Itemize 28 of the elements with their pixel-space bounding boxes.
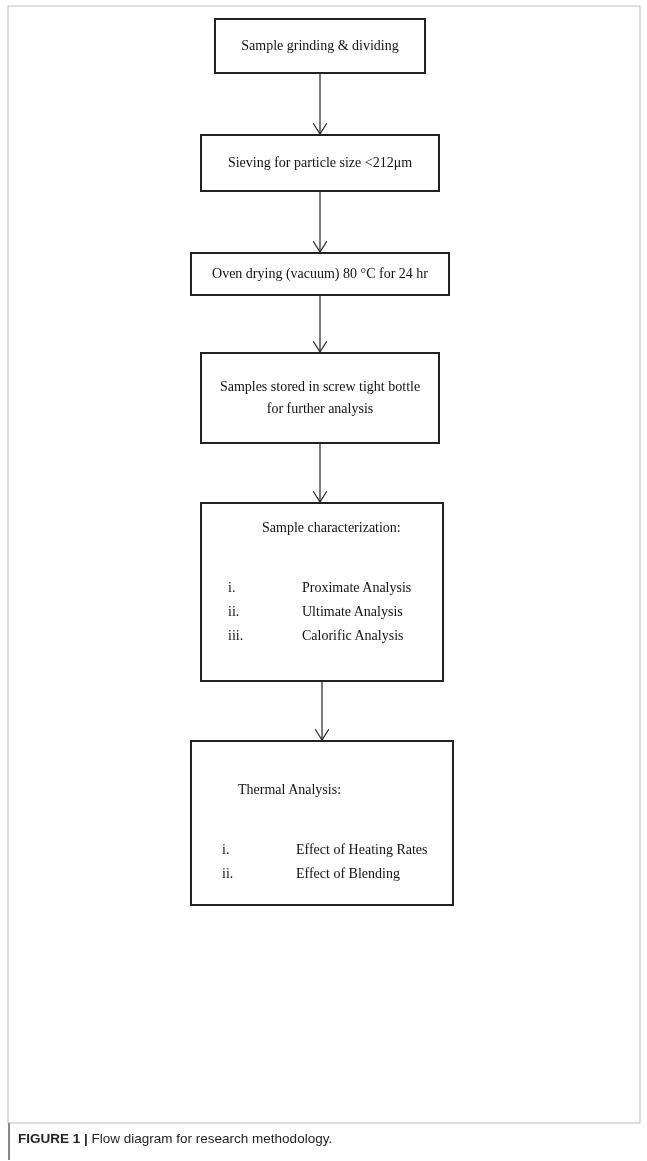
list-numeral: ii. (222, 866, 234, 882)
list-numeral: i. (222, 842, 230, 858)
process-box (200, 134, 440, 192)
arrow (312, 443, 328, 503)
step-text: Sieving for particle size <212μm (227, 154, 413, 173)
process-box (200, 352, 440, 444)
step-text: Sample grinding & dividing (241, 37, 399, 56)
list-item: Effect of Blending (296, 866, 400, 882)
box-heading: Thermal Analysis: (238, 782, 342, 798)
arrow (314, 681, 330, 741)
process-box (190, 252, 450, 296)
arrow (312, 295, 328, 353)
list-numeral: i. (228, 580, 236, 596)
list-numeral: ii. (228, 604, 240, 620)
arrow (312, 191, 328, 253)
step-text: Samples stored in screw tight bottle for further analysis (218, 378, 422, 418)
list-item: Proximate Analysis (302, 580, 412, 596)
figure-caption: FIGURE 1 | Flow diagram for research methodology. (18, 1131, 333, 1146)
process-box (214, 18, 426, 74)
list-item: Calorific Analysis (302, 628, 404, 644)
box-heading: Sample characterization: (262, 520, 401, 536)
process-box (190, 740, 454, 906)
list-item: Effect of Heating Rates (296, 842, 428, 858)
list-numeral: iii. (228, 628, 244, 644)
process-box (200, 502, 444, 682)
list-item: Ultimate Analysis (302, 604, 403, 620)
arrow (312, 73, 328, 135)
step-text: Oven drying (vacuum) 80 °C for 24 hr (212, 265, 428, 284)
